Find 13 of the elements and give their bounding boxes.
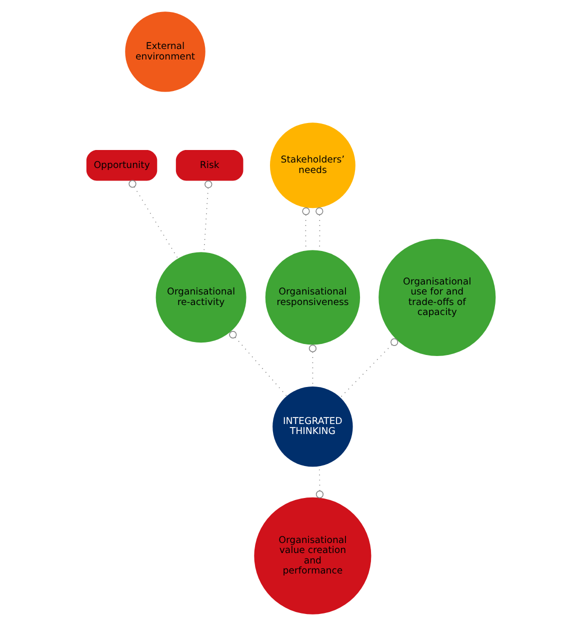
node-circle: INTEGRATED THINKING [272, 386, 353, 467]
node-circle: Organisational responsiveness [265, 250, 360, 345]
connector [128, 180, 178, 259]
connector [340, 338, 398, 398]
node-circle: Organisational re-activity [156, 252, 246, 343]
node-circle: External environment [125, 12, 206, 92]
node-box: Opportunity [86, 150, 158, 181]
node-box: Risk [176, 150, 244, 181]
node-circle: Organisational value creation and performance [254, 497, 372, 614]
connector [204, 180, 212, 253]
connector [229, 330, 287, 396]
node-circle: Organisational use for and trade-offs of capacity [378, 238, 496, 356]
node-circle: Stakeholders’ needs [270, 122, 356, 208]
